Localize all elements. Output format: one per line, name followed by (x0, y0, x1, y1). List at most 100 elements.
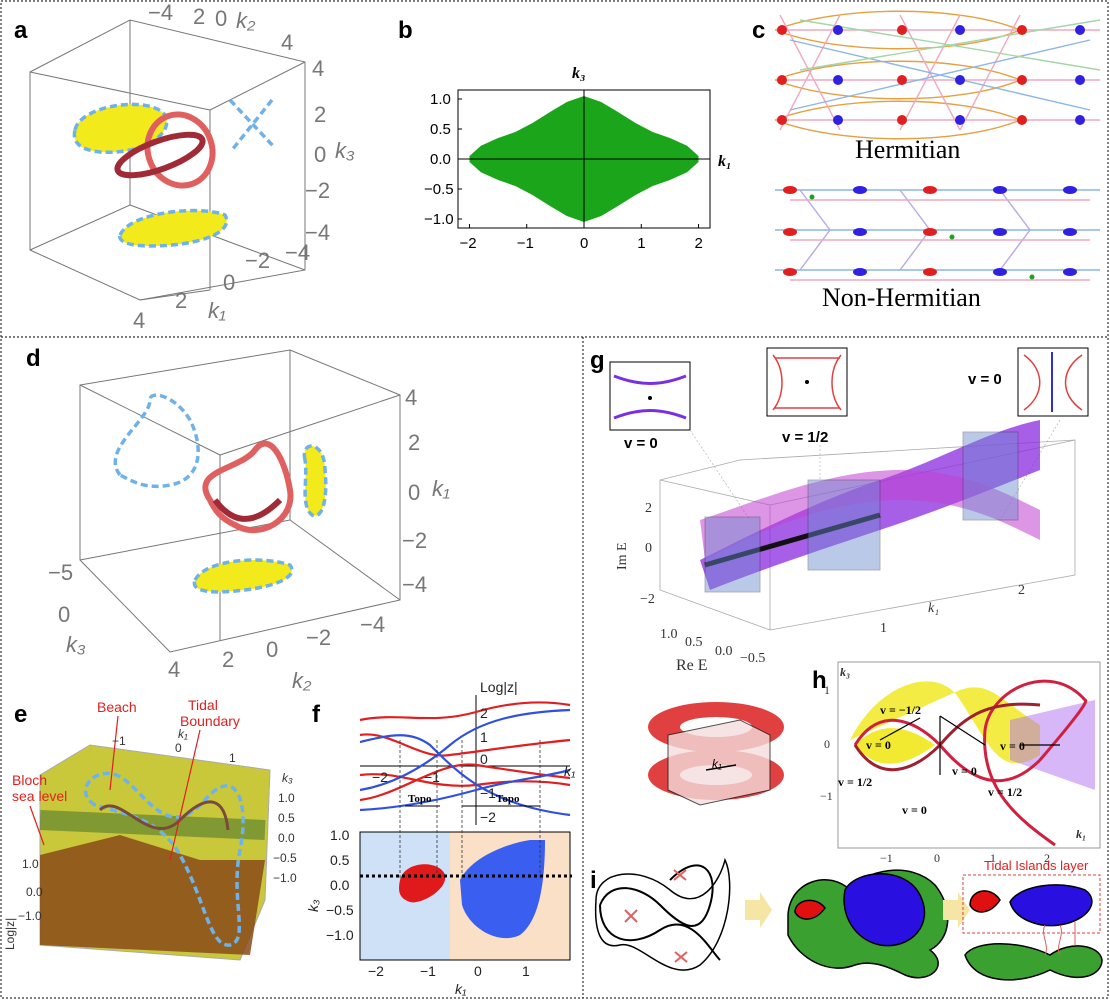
panel-a-top-slice (72, 102, 169, 155)
g-ytick-2: −2 (640, 592, 655, 607)
f-bottom-ytick-2: 0.0 (330, 877, 350, 893)
panel-c-label: c (752, 17, 765, 44)
g-k1-tick-1: 2 (1018, 583, 1025, 598)
f-top-axis-label: Log|z| (480, 679, 518, 695)
d-bottom-tick-3: −2 (306, 625, 331, 650)
a-right-tick-1: 2 (314, 102, 326, 127)
f-bottom-ytick-4: −1.0 (326, 927, 354, 943)
a-right-tick-0: 4 (312, 56, 324, 81)
e-tidal-label-1: Tidal (188, 697, 218, 713)
e-right-tick-3: −0.5 (273, 851, 297, 865)
h-arrows (879, 715, 1060, 775)
f-red-region (399, 864, 446, 903)
panel-d-knot-inner (212, 497, 283, 522)
f-k3-label: k₃ (305, 899, 321, 912)
g-slice-3 (962, 431, 1019, 521)
f-bottom-frame (359, 831, 571, 961)
panel-b-ytick-0: −1.0 (424, 211, 454, 228)
d-k1-label: k₁ (432, 476, 450, 501)
panel-d: d −5 0 k₃ 4 2 0 k₁ −2 −4 4 2 0 −2 (26, 345, 450, 693)
i-step1-outer (594, 857, 731, 971)
e-right-tick-2: 0.0 (278, 831, 295, 845)
h-ytick-2: −1 (820, 789, 833, 803)
d-right-tick-0: 4 (405, 385, 417, 410)
g-ytick-0: 2 (645, 501, 652, 516)
i-tidal-layer-box (962, 874, 1101, 934)
f-guide-lines (399, 740, 541, 880)
hermitian-sites (777, 25, 1085, 125)
e-left-tick-0: 1.0 (22, 857, 39, 871)
a-right-tick-3: −2 (305, 178, 330, 203)
f-top-ytick-1: 1 (480, 729, 488, 745)
a-right-tick-2: 0 (314, 142, 326, 167)
f-bottom-xtick-0: −2 (368, 963, 384, 979)
panel-a-label: a (14, 17, 28, 44)
panel-b-xtick-1: −1 (517, 235, 534, 252)
f-top-xtick-1: −1 (424, 769, 440, 785)
h-xtick-3: 2 (1044, 851, 1050, 865)
i-arrow-1 (745, 892, 772, 928)
h-v-half-a: v = 1/2 (838, 775, 872, 789)
f-bottom-xtick-2: 0 (474, 963, 482, 979)
e-right-tick-0: 1.0 (278, 791, 295, 805)
panel-b-ytick-2: 0.0 (430, 151, 451, 168)
g-inset-mid-curves (772, 354, 842, 411)
panel-i-label: i (590, 867, 597, 894)
panel-d-bottom-slice (192, 558, 294, 594)
a-bottom-tick-1: −4 (285, 240, 310, 265)
g-black-line (704, 512, 881, 568)
panel-e-contour (83, 771, 245, 947)
i-step3-green (964, 943, 1103, 981)
a-top-tick-0: −4 (148, 0, 173, 25)
h-xtick-2: 1 (990, 851, 996, 865)
d-k3-label: k₃ (66, 632, 86, 657)
h-v-half-b: v = 1/2 (988, 785, 1022, 799)
non-hermitian-caption: Non-Hermitian (822, 283, 981, 312)
panel-b-xtick-3: 1 (637, 235, 645, 252)
panel-a-knot-ring (114, 131, 206, 179)
a-bottom-tick-0: −2 (245, 248, 270, 273)
h-annotations: v = −1/2 v = 0 v = 0 v = 1/2 v = 0 v = 1… (838, 703, 1025, 817)
f-blue-region (460, 840, 545, 939)
g-k1-tick-0: 1 (880, 621, 887, 636)
f-top-ytick-3: −1 (480, 785, 496, 801)
panel-d-knot (202, 440, 294, 533)
d-right-tick-2: 0 (408, 480, 420, 505)
h-v-neg-half: v = −1/2 (880, 703, 921, 717)
non-hermitian-sites (783, 186, 1077, 280)
panel-f: f Log|z| 2 1 0 −1 −2 −2 −1 k₁ Topo (305, 679, 576, 997)
f-k1-label: k₁ (455, 981, 467, 997)
e-top-tick-1: 0 (175, 741, 182, 755)
h-v0-b: v = 0 (952, 764, 977, 778)
panel-a: a −4 2 0 4 k₂ 4 2 0 k₃ −2 (14, 0, 355, 333)
a-k1-tick-1: 2 (175, 288, 187, 313)
panel-g: g v = 0 v = 1/2 v = 0 (590, 347, 1089, 806)
d-k2-label: k₂ (292, 668, 312, 693)
g-torus-k-label: k₁ (712, 757, 722, 771)
panel-a-ticks: −4 2 0 4 k₂ 4 2 0 k₃ −2 −4 −2 −4 0 2 4 k… (133, 0, 355, 333)
f-top-ytick-2: 0 (480, 751, 488, 767)
panel-a-bottom-slice (118, 208, 229, 248)
g-ticks: Im E 2 0 −2 1.0 0.5 0.0 −0.5 Re E 1 2 k₁ (615, 501, 1025, 674)
d-bottom-tick-0: 4 (168, 657, 180, 682)
i-tidal-layer-label: Tidal Islands layer (984, 858, 1089, 873)
panel-d-box (79, 349, 401, 653)
f-top-curves (359, 701, 571, 817)
g-torus: k₁ (648, 702, 784, 806)
non-hermitian-lattice (775, 189, 1100, 281)
a-k3-label: k₃ (335, 138, 355, 163)
d-left-tick-0: −5 (48, 560, 73, 585)
e-bloch-label-2: sea level (12, 788, 67, 804)
h-xtick-1: 0 (934, 851, 940, 865)
g-inset-right-caption: v = 0 (968, 371, 1002, 388)
panel-d-ticks: −5 0 k₃ 4 2 0 k₁ −2 −4 4 2 0 −2 −4 k₂ (48, 385, 450, 693)
e-k1-label: k₁ (178, 727, 188, 741)
panel-b-ytick-1: −0.5 (424, 181, 454, 198)
a-k1-tick-0: 0 (223, 270, 235, 295)
f-bottom-labels: 1.0 0.5 0.0 −0.5 −1.0 −2 −1 0 1 k₃ k₁ (305, 827, 530, 997)
h-v0-bottom: v = 0 (902, 803, 927, 817)
i-step2-blue (843, 873, 926, 947)
